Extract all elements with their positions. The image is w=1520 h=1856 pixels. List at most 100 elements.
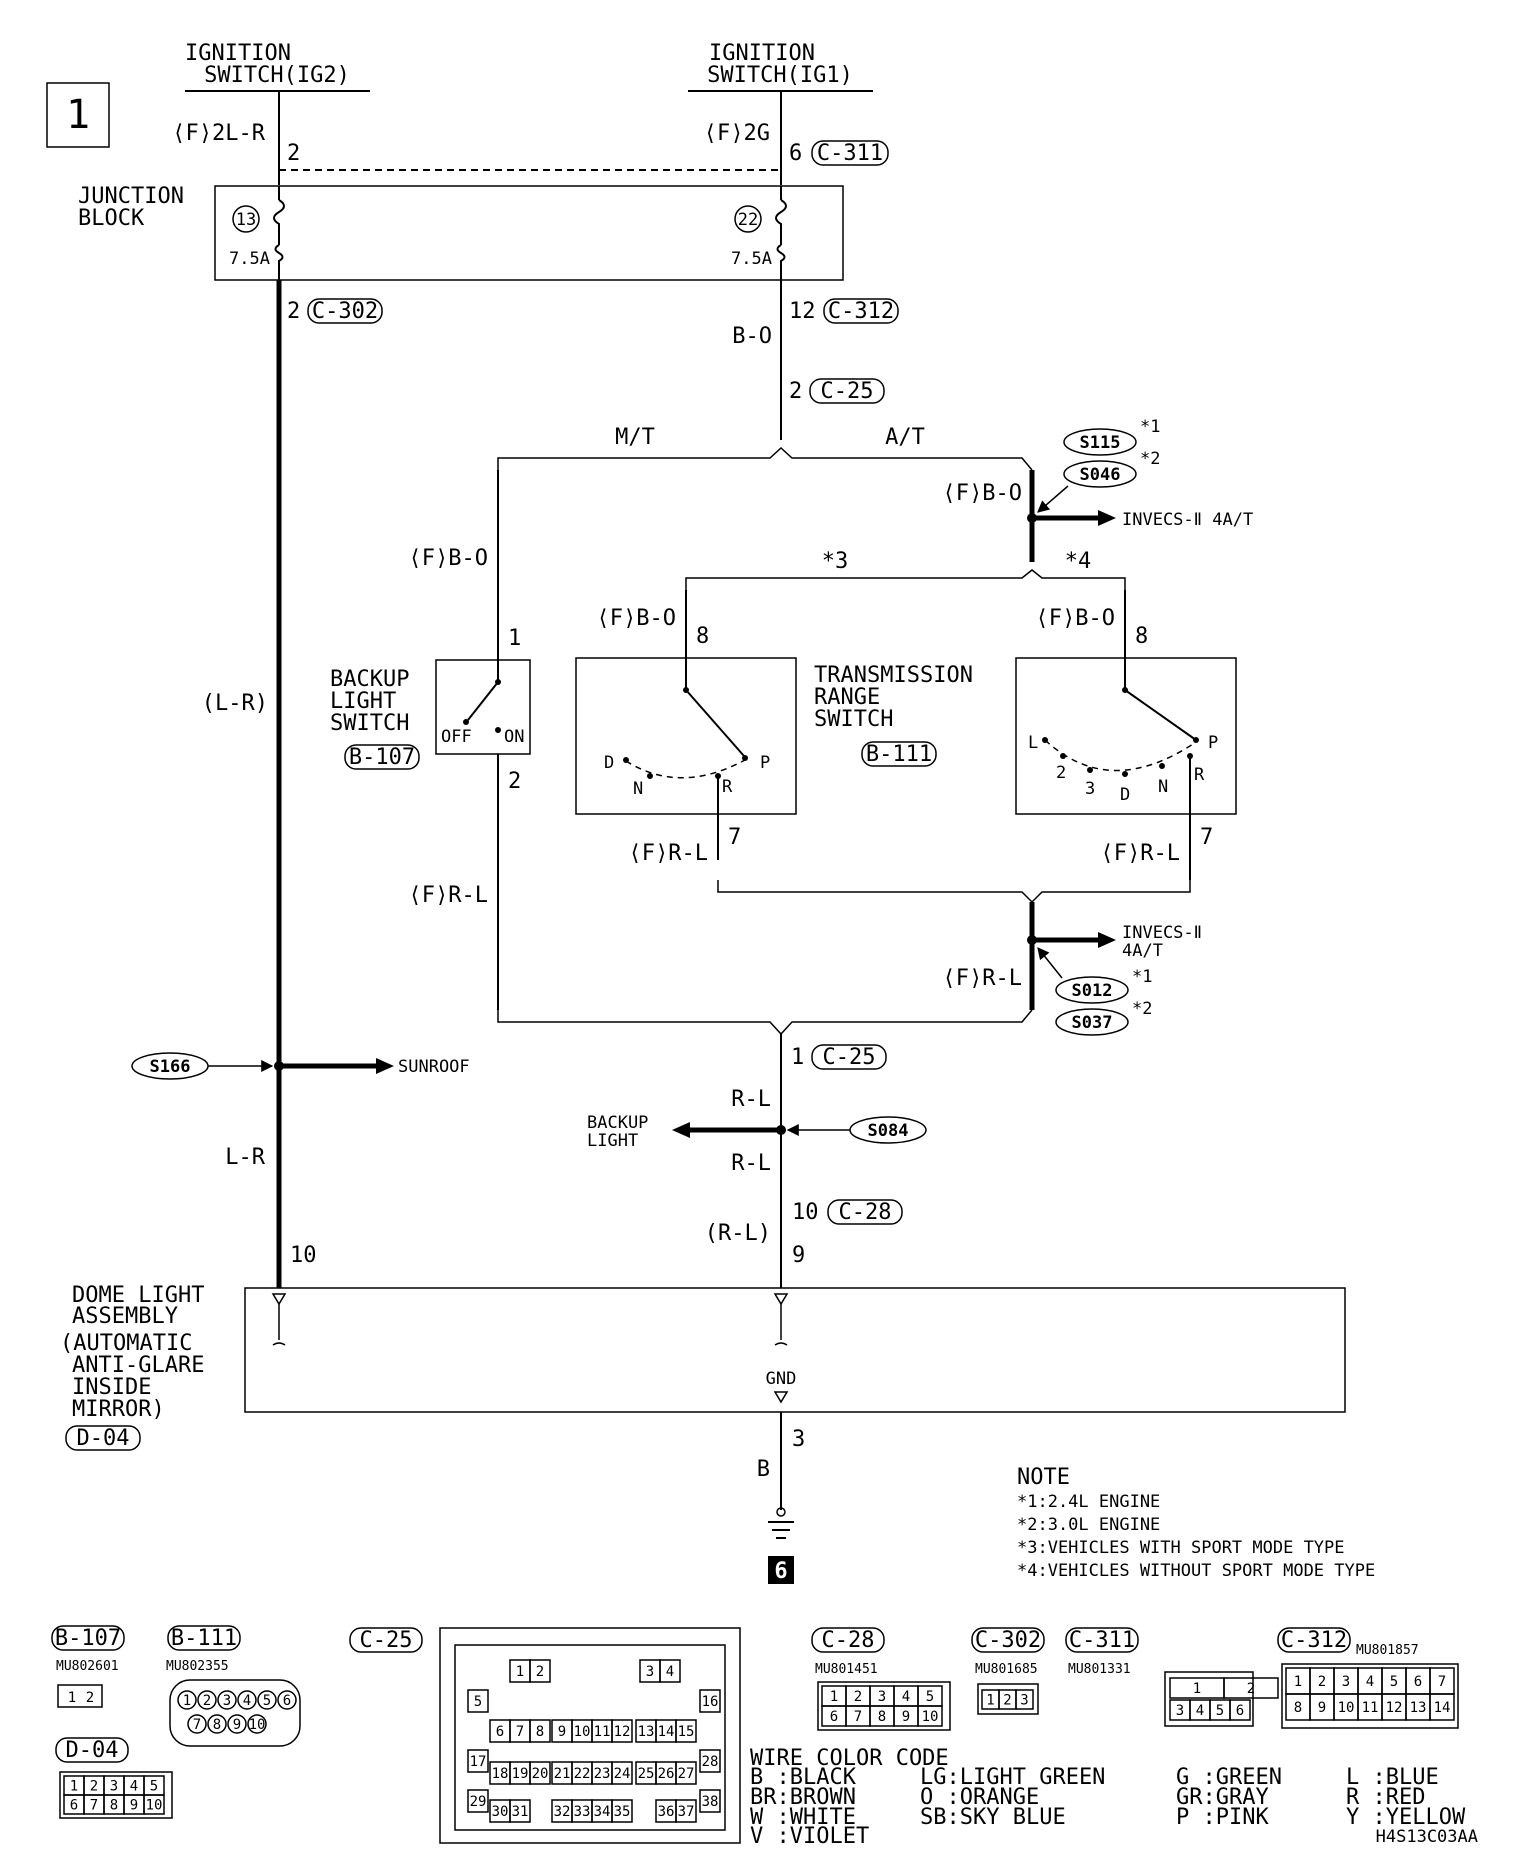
- cv-c25-pin-25: 25: [638, 1766, 655, 1782]
- ground-ref-box: [768, 1556, 794, 1584]
- trs-right-box: [1015, 657, 1237, 815]
- cv-b111-pin-8: 8: [213, 1717, 221, 1733]
- cv-c302-pin-1: 1: [986, 1693, 994, 1709]
- connector-tag-c28: [827, 1199, 903, 1225]
- cv-c25-pin-37-cell: [675, 1799, 697, 1823]
- cv-b111-pin-10-ring: [247, 1714, 267, 1734]
- ignition-ig1-label-2: SWITCH(IG1): [707, 63, 853, 88]
- wire-label-at-fbo: ⟨F⟩B-O: [943, 481, 1022, 506]
- brace-trs-join: [717, 880, 1191, 904]
- cv-c25-inner: [454, 1644, 726, 1831]
- trs-right-dot-3: [1087, 767, 1093, 773]
- splice-s037-label: S037: [1072, 1013, 1113, 1033]
- wire-label-trs-left-frl: ⟨F⟩R-L: [629, 841, 708, 866]
- cv-c28-pin-3: 3: [878, 1689, 886, 1705]
- splice-s046-pointer: [1037, 485, 1069, 513]
- branch-mt: M/T: [615, 425, 655, 450]
- cv-c25-pin-27: 27: [678, 1766, 695, 1782]
- cv-c311-pin-1: 1: [1193, 1681, 1201, 1697]
- splice-s084-label: S084: [868, 1121, 909, 1141]
- cv-c25-pin-16: 16: [702, 1694, 719, 1710]
- cv-c312-pin-2: 2: [1318, 1674, 1326, 1690]
- pin-b111-right-7: 7: [1200, 825, 1213, 850]
- pin-d04-3: 3: [792, 1427, 805, 1452]
- cv-c25-pin-28: 28: [702, 1754, 719, 1770]
- cv-c25-pin-8-cell: [529, 1719, 551, 1743]
- dome-internal-left: [272, 1304, 286, 1346]
- dome-gnd: GND: [766, 1369, 797, 1389]
- cv-b111-pin-1: 1: [183, 1693, 191, 1709]
- splice-s115-mark: *1: [1140, 417, 1160, 437]
- ground-ref: 6: [774, 1559, 787, 1584]
- trs-left-pos-r: R: [722, 777, 733, 797]
- cv-c311-pn: MU801331: [1068, 1662, 1131, 1677]
- cv-c25-pin-28-cell: [699, 1749, 721, 1773]
- wcc-entry: LG:LIGHT GREEN: [920, 1765, 1105, 1790]
- pin-b111-right-8: 8: [1135, 624, 1148, 649]
- wcc-entry: V :VIOLET: [750, 1824, 869, 1849]
- cv-b111-pin-4-ring: [237, 1690, 257, 1710]
- bls-label-3: SWITCH: [330, 711, 409, 736]
- cv-d04-body: [59, 1771, 173, 1819]
- wire-label-trs-left-fbo: ⟨F⟩B-O: [597, 606, 676, 631]
- cv-c311-label: C-311: [1069, 1628, 1135, 1653]
- cv-c25-pin-2-cell: [529, 1659, 551, 1683]
- trs-left-arc: [625, 759, 746, 779]
- cv-d04-label: D-04: [66, 1738, 119, 1763]
- cv-c28-pin-9: 9: [902, 1709, 910, 1725]
- cv-c25-pin-24-cell: [611, 1761, 633, 1785]
- splice-s012: [1055, 976, 1129, 1004]
- cv-b111-pin-9-ring: [227, 1714, 247, 1734]
- connector-tag-b107: [344, 744, 420, 770]
- cv-c25-pin-37: 37: [678, 1804, 695, 1820]
- connector-c28-label: C-28: [839, 1200, 892, 1225]
- cv-c312-pin-3: 3: [1342, 1674, 1350, 1690]
- cv-c25-pin-8: 8: [536, 1724, 544, 1740]
- cv-c312-body: [1281, 1663, 1459, 1729]
- dome-pin-9-mark: [773, 1293, 789, 1306]
- trs-right-pos-3: 3: [1085, 779, 1095, 799]
- connector-b107-label: B-107: [349, 745, 415, 770]
- ignition-ig1-label-1: IGNITION: [709, 41, 815, 66]
- cv-c311-pin-5: 5: [1216, 1703, 1224, 1719]
- pin-c25-1: 1: [791, 1045, 804, 1070]
- pin-ig1-6: 6: [789, 141, 802, 166]
- splice-s037: [1055, 1008, 1129, 1036]
- cv-b107-pin-1: 1: [68, 1690, 76, 1706]
- wire-label-trs-right-fbo: ⟨F⟩B-O: [1036, 606, 1115, 631]
- cv-c302-body: [977, 1683, 1039, 1715]
- connector-tag-c25-bottom: [811, 1044, 887, 1070]
- cv-c312-pin-5: 5: [1390, 1674, 1398, 1690]
- dome-internal-center: [774, 1304, 788, 1346]
- bls-label-2: LIGHT: [330, 689, 396, 714]
- ground-node: [776, 1507, 786, 1517]
- cv-c25-pin-26: 26: [658, 1766, 675, 1782]
- cv-c312-pin-7: 7: [1438, 1674, 1446, 1690]
- wcc-entry: BR:BROWN: [750, 1785, 856, 1810]
- trs-right-pos-2: 2: [1056, 763, 1066, 783]
- cv-c25-pin-31: 31: [512, 1804, 529, 1820]
- dome-gnd-mark: [773, 1391, 789, 1404]
- wcc-entry: O :ORANGE: [920, 1785, 1039, 1810]
- trs-right-dot-2: [1060, 753, 1066, 759]
- fuse-22: [775, 186, 787, 280]
- cv-d04-pin-10: 10: [146, 1798, 163, 1814]
- cv-c312-label: C-312: [1281, 1628, 1347, 1653]
- cv-c25-pin-38-cell: [699, 1789, 721, 1813]
- cv-tag-b107: [51, 1625, 125, 1651]
- wire-label-at-frl: ⟨F⟩R-L: [943, 966, 1022, 991]
- bls-label-1: BACKUP: [330, 667, 409, 692]
- cv-c28-pin-10-cell: [917, 1705, 943, 1727]
- splice-s012-pointer: [1037, 947, 1063, 979]
- cv-c311-pin-2-cell: [1223, 1677, 1279, 1699]
- cv-b111-pin-7-ring: [187, 1714, 207, 1734]
- wire-label-f2g: ⟨F⟩2G: [704, 121, 770, 146]
- trs-label-3: SWITCH: [814, 707, 893, 732]
- note-2: *2:3.0L ENGINE: [1017, 1515, 1160, 1535]
- wire-label-bo: B-O: [732, 324, 772, 349]
- wire-label-b: B: [757, 1457, 770, 1482]
